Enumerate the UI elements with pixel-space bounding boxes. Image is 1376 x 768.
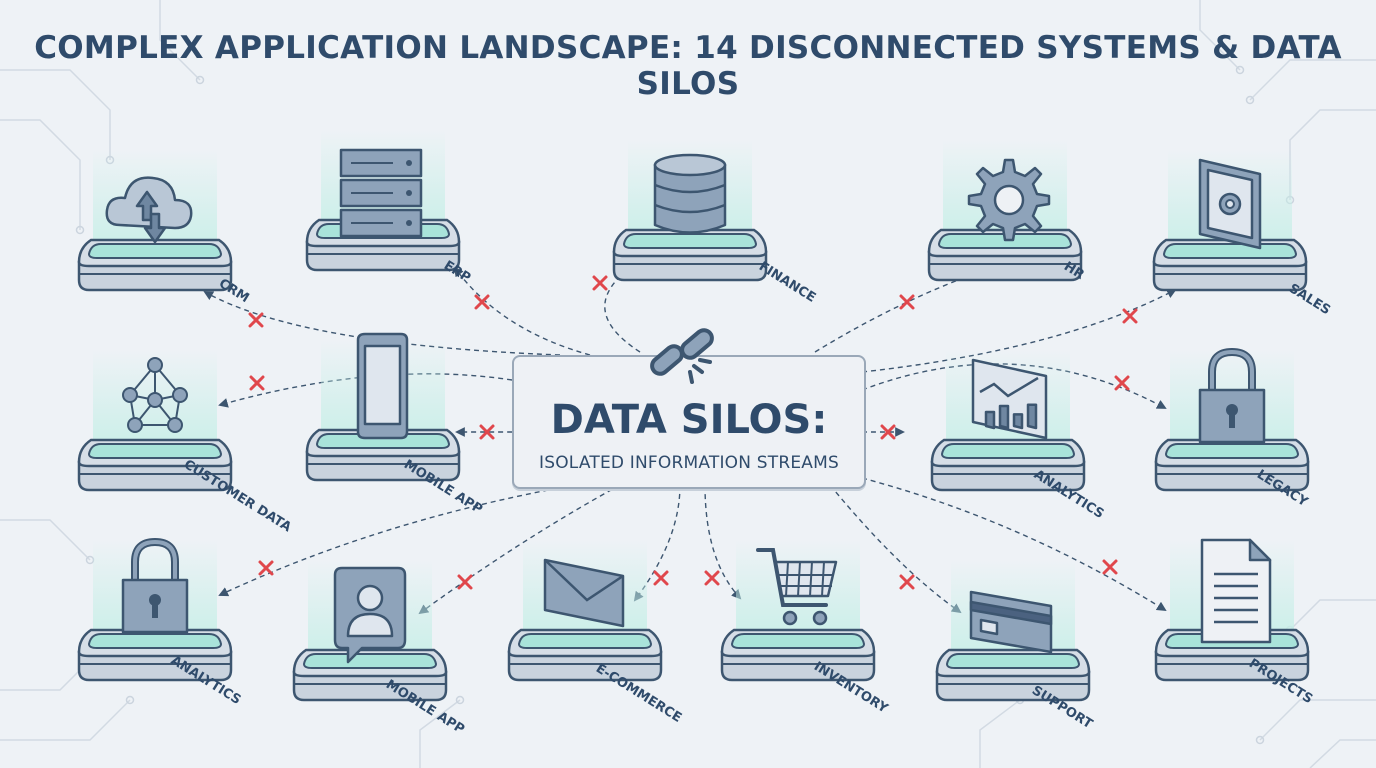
platform-base bbox=[720, 628, 876, 682]
blocked-x-icon bbox=[249, 375, 265, 391]
platform-base bbox=[77, 238, 233, 292]
envelope-icon bbox=[543, 558, 625, 628]
callout-subtitle: ISOLATED INFORMATION STREAMS bbox=[539, 453, 839, 473]
platform-base bbox=[1154, 438, 1310, 492]
platform-base bbox=[77, 628, 233, 682]
blocked-x-icon bbox=[479, 424, 495, 440]
gear-icon bbox=[967, 158, 1051, 242]
database-icon bbox=[653, 153, 727, 234]
dashed-connector bbox=[418, 484, 621, 615]
dashed-connector bbox=[453, 266, 591, 356]
system-node-e-commerce bbox=[505, 520, 665, 720]
blocked-x-icon bbox=[592, 275, 608, 291]
document-icon bbox=[1200, 538, 1272, 644]
network-graph-icon bbox=[122, 357, 188, 433]
server-rack-icon bbox=[339, 148, 423, 238]
system-node-inventory bbox=[718, 520, 878, 720]
platform-base bbox=[612, 228, 768, 282]
platform-base bbox=[292, 648, 448, 702]
blocked-x-icon bbox=[899, 294, 915, 310]
dashed-connector bbox=[861, 289, 1177, 373]
system-node-projects bbox=[1152, 520, 1312, 720]
system-node-analytics-1 bbox=[928, 330, 1088, 530]
bar-chart-icon bbox=[971, 358, 1048, 440]
system-node-finance bbox=[610, 120, 770, 320]
system-node-customer-data bbox=[75, 330, 235, 530]
system-node-erp bbox=[303, 110, 463, 310]
platform-base bbox=[507, 628, 663, 682]
broken-chain-link-icon bbox=[650, 328, 714, 384]
system-node-mobile-app-2 bbox=[290, 540, 450, 740]
system-node-legacy bbox=[1152, 330, 1312, 530]
blocked-x-icon bbox=[258, 560, 274, 576]
shopping-cart-icon bbox=[756, 548, 838, 626]
credit-card-icon bbox=[969, 590, 1053, 654]
blocked-x-icon bbox=[457, 574, 473, 590]
dashed-connector bbox=[218, 484, 576, 597]
blocked-x-icon bbox=[1102, 559, 1118, 575]
platform-base bbox=[930, 438, 1086, 492]
system-node-analytics-2 bbox=[75, 520, 235, 720]
dashed-connector bbox=[829, 484, 962, 614]
callout-title: DATA SILOS: bbox=[550, 397, 828, 443]
system-node-mobile-app-1 bbox=[303, 320, 463, 520]
page-title: COMPLEX APPLICATION LANDSCAPE: 14 DISCON… bbox=[34, 30, 1342, 102]
platform-base bbox=[77, 438, 233, 492]
platform-base bbox=[305, 428, 461, 482]
blocked-x-icon bbox=[1114, 375, 1130, 391]
system-node-hr bbox=[925, 120, 1085, 320]
dashed-connector bbox=[203, 291, 561, 356]
tablet-gear-icon bbox=[1198, 158, 1262, 250]
system-node-crm bbox=[75, 130, 235, 330]
platform-base bbox=[1152, 238, 1308, 292]
dashed-connector bbox=[704, 484, 742, 600]
platform-base bbox=[935, 648, 1091, 702]
padlock-icon bbox=[121, 537, 189, 634]
cloud-sync-icon bbox=[105, 176, 193, 244]
blocked-x-icon bbox=[704, 570, 720, 586]
user-profile-icon bbox=[333, 566, 407, 664]
blocked-x-icon bbox=[653, 570, 669, 586]
blocked-x-icon bbox=[248, 312, 264, 328]
blocked-x-icon bbox=[474, 294, 490, 310]
system-node-sales bbox=[1150, 130, 1310, 330]
smartphone-icon bbox=[356, 332, 409, 440]
padlock-icon bbox=[1198, 347, 1266, 444]
dashed-connector bbox=[861, 477, 1167, 612]
blocked-x-icon bbox=[880, 424, 896, 440]
blocked-x-icon bbox=[899, 574, 915, 590]
platform-base bbox=[927, 228, 1083, 282]
blocked-x-icon bbox=[1122, 308, 1138, 324]
system-node-support bbox=[933, 540, 1093, 740]
